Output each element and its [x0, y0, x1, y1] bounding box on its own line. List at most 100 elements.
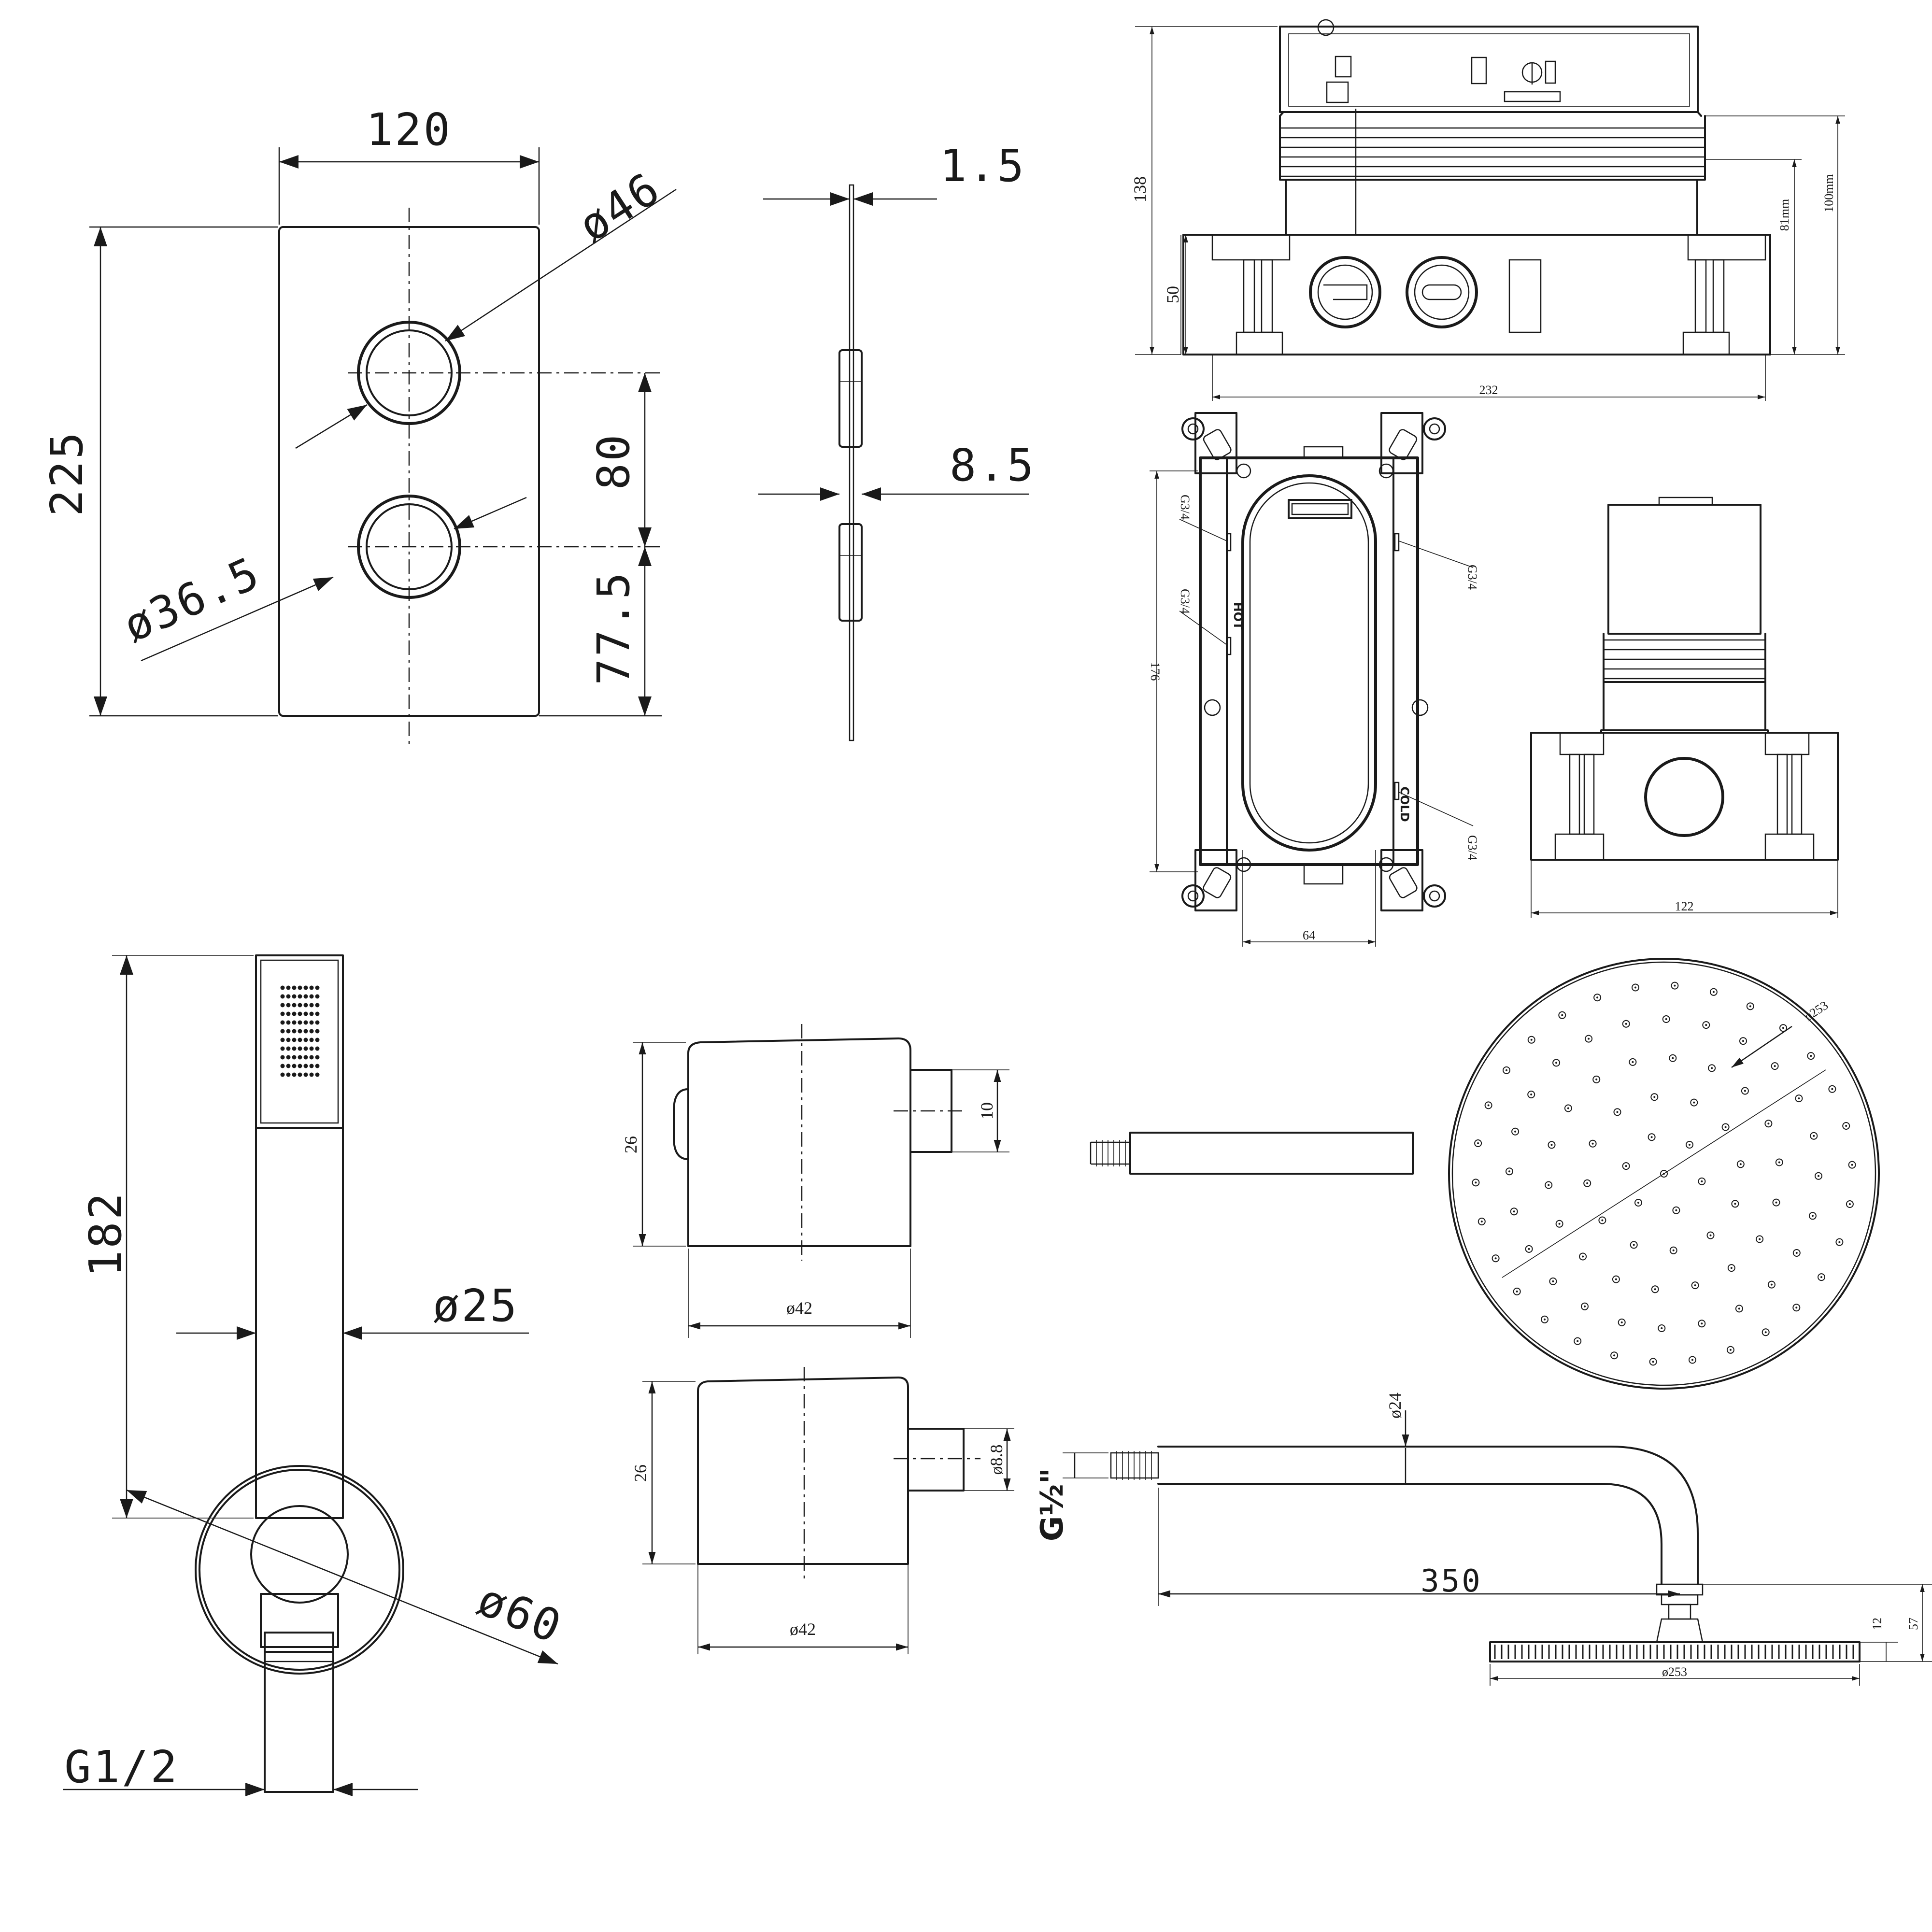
- rain-nozzle-center: [1652, 1361, 1654, 1363]
- valve-port-left: [1309, 256, 1381, 328]
- rain-head-disc: [1448, 958, 1880, 1390]
- faceplate-width-label: 120: [366, 104, 452, 156]
- nozzle-dot: [286, 1020, 291, 1025]
- rain-nozzle-center: [1694, 1284, 1696, 1287]
- rain-nozzle-center: [1588, 1037, 1590, 1040]
- rain-nozzle: [1691, 1281, 1699, 1290]
- rain-nozzle-center: [1738, 1307, 1740, 1310]
- faceplate-side-view: 1.5 8.5: [758, 140, 1034, 741]
- rain-head-side: [1489, 1641, 1861, 1662]
- nozzle-dot: [309, 985, 314, 990]
- wall-bracket-outer: [195, 1465, 404, 1675]
- rain-nozzle: [1541, 1315, 1548, 1323]
- port-top-left-label: G3/4: [1178, 495, 1192, 520]
- rain-nozzle: [1775, 1158, 1783, 1166]
- nozzle-dot: [292, 994, 297, 999]
- nozzle-dot: [315, 985, 320, 990]
- rain-head-top-dia-label: ø253: [1802, 998, 1831, 1024]
- nozzle-dot: [309, 1003, 314, 1008]
- elbow-1-outlet-dia-label: 10: [977, 1102, 996, 1120]
- rain-nozzle-center: [1778, 1161, 1780, 1164]
- rain-nozzle-center: [1851, 1164, 1853, 1166]
- arm-thread-label: G½": [1035, 1468, 1070, 1541]
- rain-nozzle-center: [1689, 1144, 1690, 1146]
- rain-nozzle: [1727, 1264, 1735, 1272]
- frame-height-label: 176: [1148, 662, 1162, 681]
- rain-nozzle-center: [1595, 1078, 1598, 1080]
- rain-nozzle: [1660, 1170, 1668, 1178]
- rain-nozzle: [1739, 1037, 1747, 1045]
- rain-nozzle-center: [1654, 1288, 1656, 1291]
- rain-nozzle: [1671, 981, 1679, 990]
- rain-nozzle: [1672, 1206, 1680, 1214]
- nozzle-dot: [286, 1037, 291, 1042]
- rain-nozzle-center: [1548, 1184, 1550, 1186]
- nozzle-dot: [280, 1020, 285, 1025]
- nozzle-dot: [303, 985, 308, 990]
- elbow-1-height-label: 26: [621, 1136, 640, 1153]
- rain-nozzle-center: [1487, 1104, 1490, 1107]
- drop-height-label: 57: [1906, 1618, 1920, 1630]
- rain-nozzle: [1848, 1161, 1856, 1169]
- rain-nozzle-center: [1567, 1107, 1569, 1109]
- depth-min-label: 81mm: [1777, 199, 1791, 231]
- shower-arm-top: [1129, 1132, 1414, 1175]
- rain-nozzle: [1698, 1177, 1706, 1185]
- rain-nozzle-center: [1693, 1101, 1695, 1104]
- rain-nozzle: [1511, 1127, 1520, 1136]
- nozzle-dot: [280, 994, 285, 999]
- elbow-2-outlet: [907, 1428, 965, 1492]
- rain-nozzle: [1792, 1304, 1801, 1312]
- rain-nozzle-center: [1530, 1094, 1533, 1095]
- mounting-frame-view: HOT COLD G3/4 G3/4 G3/4 G3/4 176 64: [1148, 412, 1479, 947]
- rain-nozzle: [1658, 1324, 1666, 1332]
- rain-nozzle: [1731, 1200, 1739, 1208]
- rain-nozzle-center: [1818, 1175, 1819, 1177]
- nozzle-dot: [298, 994, 302, 999]
- valve-side-port: [1644, 757, 1724, 837]
- rain-nozzle-center: [1637, 1202, 1639, 1204]
- handle-spacing-label: 80: [588, 433, 639, 490]
- rain-nozzle: [1736, 1160, 1745, 1168]
- rain-nozzle-center: [1724, 1126, 1727, 1128]
- rain-nozzle-center: [1513, 1210, 1515, 1213]
- nozzle-dot: [292, 1029, 297, 1034]
- cold-label: COLD: [1398, 786, 1411, 822]
- rain-nozzle-center: [1555, 1062, 1558, 1064]
- rain-nozzle-center: [1475, 1181, 1477, 1184]
- nozzle-dot: [286, 1046, 291, 1051]
- rain-nozzle: [1741, 1087, 1749, 1095]
- rain-nozzle-center: [1734, 1203, 1736, 1205]
- nozzle-dot: [298, 985, 302, 990]
- handle-outer-dia-label: ø46: [569, 162, 670, 252]
- rain-nozzle: [1558, 1011, 1566, 1019]
- valve-body-front-view: 138 50 100mm 81mm 232: [1130, 19, 1845, 401]
- nozzle-dot: [315, 1029, 320, 1034]
- rain-nozzle-center: [1480, 1221, 1483, 1222]
- nozzle-dot: [286, 1011, 291, 1016]
- rain-nozzle-center: [1811, 1215, 1814, 1217]
- nozzle-dot: [286, 1003, 291, 1008]
- elbow-1-body-dia-label: ø42: [786, 1298, 812, 1318]
- rain-nozzle: [1648, 1133, 1656, 1141]
- rain-nozzle: [1513, 1287, 1521, 1295]
- rain-nozzle-center: [1506, 1069, 1507, 1071]
- rain-nozzle-center: [1632, 1061, 1634, 1063]
- port-hot-label: G3/4: [1178, 589, 1192, 614]
- nozzle-dot: [280, 1011, 285, 1016]
- arm-thread-side: [1110, 1451, 1159, 1480]
- nozzle-dot: [303, 1064, 308, 1068]
- nozzle-dot: [298, 1020, 302, 1025]
- rain-nozzle: [1634, 1199, 1642, 1207]
- nozzle-dot: [303, 1003, 308, 1008]
- rain-nozzle: [1506, 1167, 1513, 1176]
- rain-nozzle-center: [1701, 1180, 1703, 1182]
- elbow-1-body: [687, 1037, 911, 1247]
- valve-side-threads: [1604, 639, 1765, 680]
- rain-nozzle: [1842, 1122, 1850, 1130]
- valve-width-label: 232: [1479, 383, 1498, 397]
- rain-nozzle: [1503, 1066, 1510, 1074]
- arm-pipe-dia-label: ø24: [1385, 1392, 1405, 1419]
- rain-nozzle: [1477, 1218, 1486, 1225]
- rain-nozzle-center: [1795, 1252, 1798, 1254]
